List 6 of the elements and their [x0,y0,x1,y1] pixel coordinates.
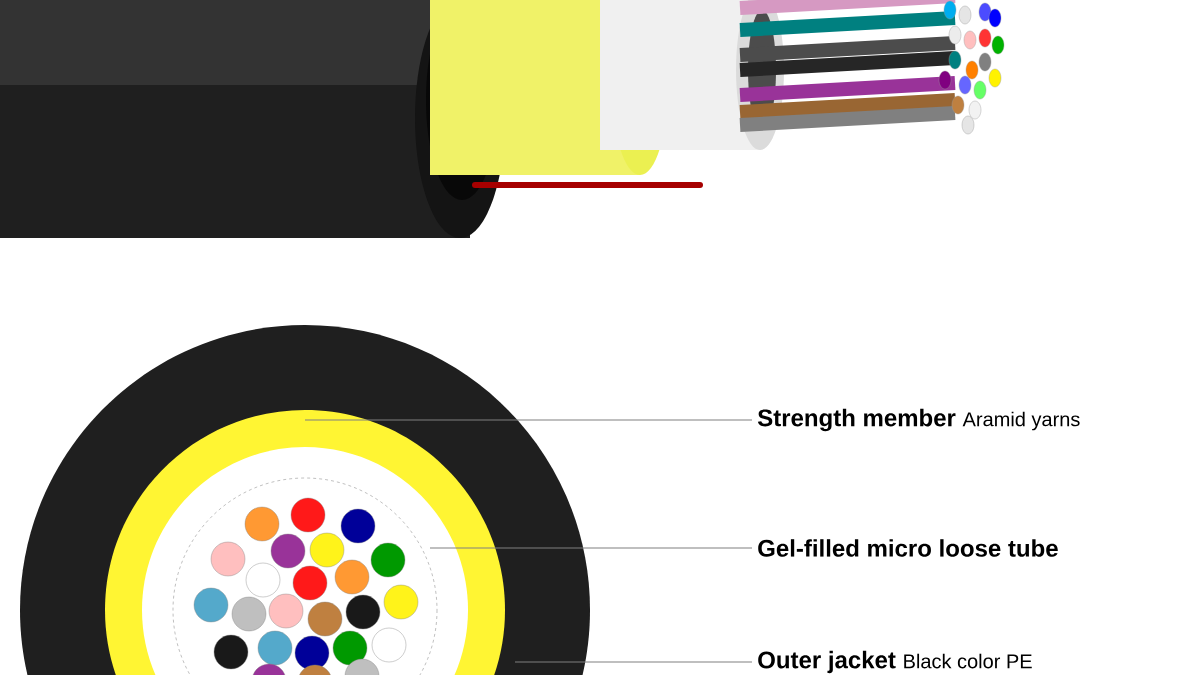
callout-label: Outer jacket Black color PE [758,650,1032,674]
callout-label: Gel-filled micro loose tube [758,539,1058,557]
leader-line [304,419,753,421]
callout-label: Strength member Aramid yarns [757,408,1080,432]
leader-line [514,661,753,663]
leader-line [429,547,753,549]
